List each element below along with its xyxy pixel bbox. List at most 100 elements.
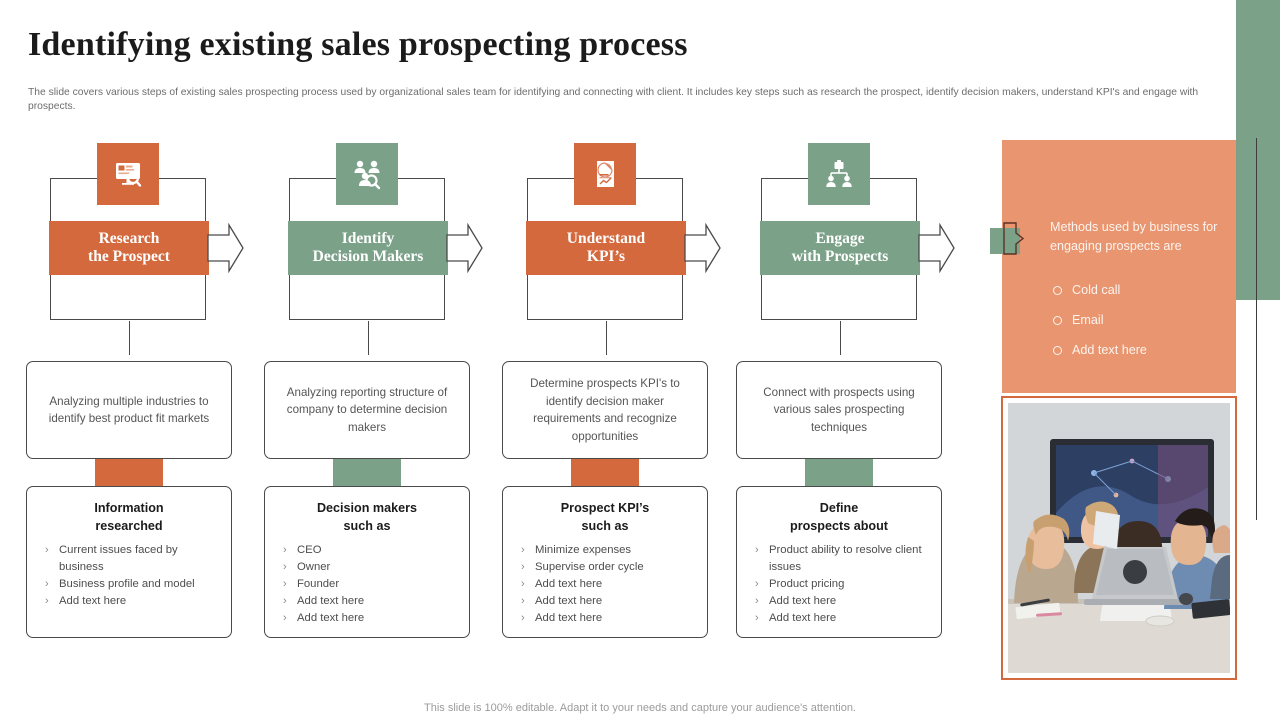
detail-list-box-3: Prospect KPI’s such as › Minimize expense… — [502, 486, 708, 638]
report-chart-icon — [574, 143, 636, 205]
stage-label-line1: Identify — [341, 230, 395, 247]
decorative-vertical-line — [1256, 138, 1257, 520]
stage-box[interactable]: Research the Prospect — [49, 143, 244, 355]
methods-list-item-label: Cold call — [1072, 283, 1121, 297]
methods-list-item-label: Add text here — [1072, 343, 1147, 357]
list-item-label: Founder — [297, 578, 340, 590]
chevron-icon: › — [755, 594, 759, 607]
list-item-label: Add text here — [535, 612, 603, 624]
people-search-icon — [336, 143, 398, 205]
chevron-icon: › — [45, 594, 49, 607]
process-column-3: Understand KPI’s — [526, 143, 721, 355]
stage-box[interactable]: Engage with Prospects — [760, 143, 955, 355]
list-item: ›Product ability to resolve client issue… — [747, 542, 931, 575]
methods-panel: Methods used by business for engaging pr… — [1002, 140, 1236, 393]
list-item: › Add text here — [747, 593, 931, 610]
list-item-label: Business profile and model — [59, 577, 195, 590]
list-item-label: Add text here — [297, 595, 365, 607]
accent-tab-2 — [333, 459, 401, 487]
stage-box[interactable]: Understand KPI’s — [526, 143, 721, 355]
chevron-icon: › — [283, 544, 287, 556]
methods-list-item: Add text here — [1050, 342, 1225, 358]
description-box-4: Connect with prospects using various sal… — [736, 361, 942, 459]
list-item: ›Product pricing — [747, 576, 931, 593]
detail-list: ›CEO ›Owner ›Founder ›Add text here ›Add… — [275, 542, 459, 627]
process-column-4: Engage with Prospects — [760, 143, 955, 355]
stage-label-line1: Engage — [815, 230, 865, 247]
chevron-icon: › — [521, 561, 525, 573]
flow-arrow-icon — [207, 221, 245, 275]
description-box-3: Determine prospects KPI's to identify de… — [502, 361, 708, 459]
detail-list: › Minimize expenses ›Supervise order cycl… — [513, 542, 697, 627]
description-box-1: Analyzing multiple industries to identif… — [26, 361, 232, 459]
chevron-icon: › — [45, 544, 49, 556]
list-title: Prospect KPI’s such as — [513, 499, 697, 535]
methods-list: Cold call Email Add text here — [1050, 282, 1225, 372]
list-item: › Current issues faced by business — [37, 542, 221, 575]
list-item-label: CEO — [297, 544, 322, 556]
list-title-line2: such as — [343, 519, 391, 533]
list-item: ›Supervise order cycle — [513, 559, 697, 576]
methods-list-item: Email — [1050, 312, 1225, 328]
stage-label: Research the Prospect — [49, 221, 209, 275]
panel-arrow-icon — [1003, 222, 1025, 255]
decorative-green-bar — [1236, 0, 1280, 300]
list-title-line1: Information — [94, 501, 164, 515]
list-item-label: Add text here — [769, 611, 837, 624]
connector-line — [129, 321, 131, 355]
list-item-label: Add text here — [769, 594, 837, 607]
chevron-icon: › — [521, 544, 525, 556]
list-title: Define prospects about — [747, 499, 931, 535]
list-item-label: Owner — [297, 561, 331, 573]
circle-bullet-icon — [1053, 286, 1062, 295]
stage-label-line1: Research — [98, 230, 160, 247]
methods-panel-heading: Methods used by business for engaging pr… — [1050, 220, 1218, 253]
presentation-search-icon — [97, 143, 159, 205]
chevron-icon: › — [521, 612, 525, 624]
list-title-line1: Decision makers — [316, 501, 418, 515]
detail-list-box-1: Information researched › Current issues f… — [26, 486, 232, 638]
list-item-label: Current issues faced by business — [59, 544, 178, 573]
list-item: ›Add text here — [37, 593, 221, 610]
circle-bullet-icon — [1053, 346, 1062, 355]
connector-line — [840, 321, 842, 355]
stage-box[interactable]: Identify Decision Makers — [288, 143, 483, 355]
list-title: Decision makers such as — [275, 499, 459, 535]
stage-label-line2: the Prospect — [88, 248, 170, 265]
list-item: › Founder — [275, 576, 459, 593]
process-column-2: Identify Decision Makers — [288, 143, 483, 355]
chevron-icon: › — [283, 595, 287, 607]
description-box-2: Analyzing reporting structure of company… — [264, 361, 470, 459]
list-item-label: Product pricing — [769, 577, 845, 590]
flow-arrow-icon — [918, 221, 956, 275]
chevron-icon: › — [755, 611, 759, 624]
list-item: ›Add text here — [275, 610, 459, 627]
circle-bullet-icon — [1053, 316, 1062, 325]
detail-list: › Current issues faced by business › Busin… — [37, 542, 221, 609]
footer-note: This slide is 100% editable. Adapt it to… — [424, 702, 856, 714]
list-item-label: Add text here — [535, 578, 603, 590]
photo-frame — [1001, 396, 1237, 680]
list-item-label: Minimize expenses — [535, 544, 632, 556]
detail-list: › Product ability to resolve client issue… — [747, 542, 931, 626]
list-item: › Business profile and model — [37, 576, 221, 593]
list-item: › CEO — [275, 542, 459, 559]
list-item: › Minimize expenses — [513, 542, 697, 559]
flow-arrow-icon — [446, 221, 484, 275]
connector-line — [368, 321, 370, 355]
list-item: › Add text here — [747, 610, 931, 627]
chevron-icon: › — [283, 561, 287, 573]
chevron-icon: › — [45, 577, 49, 590]
list-item-label: Product ability to resolve client issues — [769, 544, 922, 573]
process-column-1: Research the Prospect — [49, 143, 244, 355]
list-item: › Owner — [275, 559, 459, 576]
methods-list-item-label: Email — [1072, 313, 1104, 327]
accent-tab-1 — [95, 459, 163, 487]
chevron-icon: › — [521, 578, 525, 590]
panel-green-marker — [990, 228, 1020, 254]
list-title: Information researched — [37, 499, 221, 535]
stage-label: Understand KPI’s — [526, 221, 686, 275]
list-title-line2: prospects about — [790, 519, 888, 533]
chevron-icon: › — [283, 578, 287, 590]
